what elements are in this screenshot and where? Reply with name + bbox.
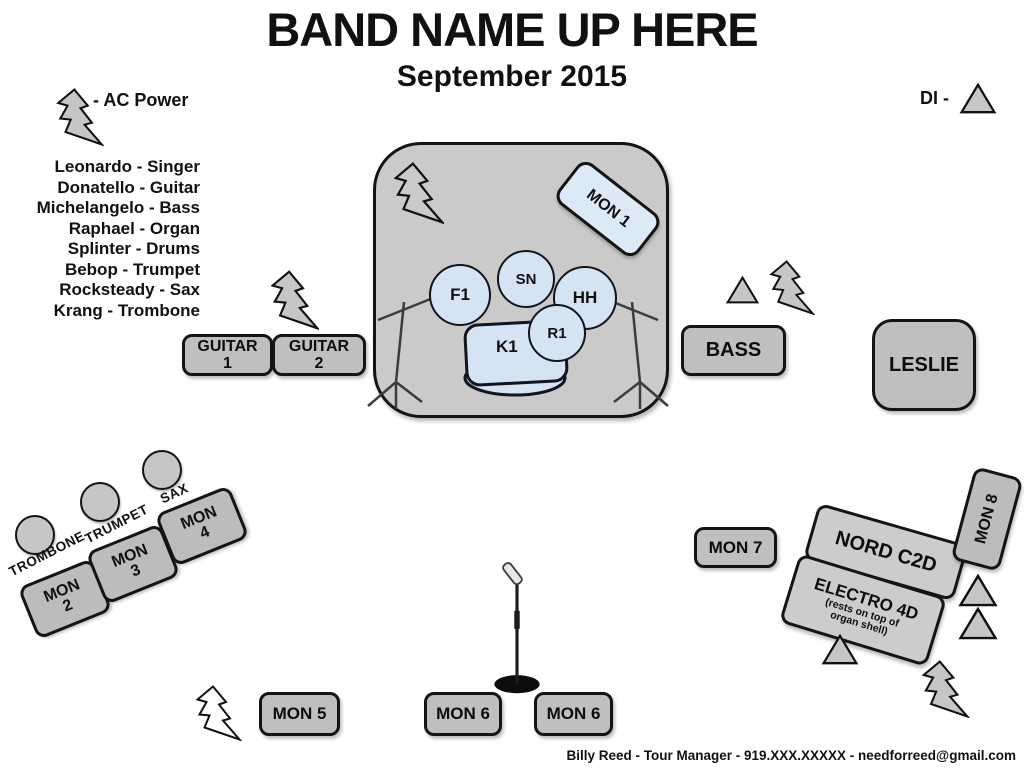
leslie-cabinet: LESLIE: [872, 319, 976, 411]
member-item: Donatello - Guitar: [57, 177, 200, 197]
drum-rack-tom: R1: [528, 304, 586, 362]
monitor-label: MON 1: [583, 186, 634, 231]
member-item: Michelangelo - Bass: [36, 198, 200, 217]
member-item: Raphael - Organ: [68, 218, 200, 238]
drum-label: R1: [547, 324, 567, 342]
member-item: Splinter - Drums: [67, 239, 200, 258]
drum-label: HH: [572, 288, 598, 307]
di-legend-label: DI -: [920, 88, 949, 108]
amp-label: 1: [223, 355, 232, 372]
member-item: Krang - Trombone: [53, 300, 200, 320]
drum-label: SN: [515, 270, 537, 288]
trumpet-position: [80, 482, 120, 522]
member-item: Bebop - Trumpet: [64, 259, 200, 279]
amp-label: GUITAR: [197, 338, 258, 355]
guitar2-amp: GUITAR 2: [272, 334, 366, 376]
page-title: BAND NAME UP HERE: [266, 3, 758, 56]
drum-label: F1: [450, 285, 470, 304]
amp-label: GUITAR: [288, 338, 350, 355]
ac-power-icon: [195, 685, 242, 741]
monitor-label: MON 7: [708, 537, 763, 557]
member-item: Rocksteady - Sax: [59, 280, 200, 299]
monitor-label: MON 6: [436, 704, 490, 723]
monitor-label: 4: [197, 523, 213, 543]
member-item: Leonardo - Singer: [54, 157, 200, 176]
trombone-position: [15, 515, 55, 555]
monitor-mon8: MON 8: [950, 466, 1024, 572]
guitar1-amp: GUITAR 1: [182, 334, 273, 376]
ac-power-icon: [394, 162, 444, 224]
drum-floor-tom: F1: [429, 264, 491, 326]
monitor-mon6-right: MON 6: [534, 692, 613, 736]
ac-power-icon: [271, 270, 319, 330]
amp-label: LESLIE: [888, 353, 959, 376]
ac-power-icon: [921, 660, 970, 718]
di-icon: [958, 574, 998, 607]
monitor-label: MON 5: [272, 704, 327, 723]
page-subtitle: September 2015: [396, 60, 628, 93]
monitor-label: 2: [60, 596, 76, 616]
ac-power-icon: [769, 260, 815, 315]
monitor-mon7: MON 7: [694, 527, 777, 568]
monitor-label: 3: [128, 561, 144, 581]
di-icon: [959, 83, 997, 114]
ac-power-legend-label: - AC Power: [93, 90, 189, 110]
di-icon: [821, 634, 859, 665]
drum-label: K1: [496, 337, 518, 356]
monitor-mon5: MON 5: [259, 692, 340, 736]
monitor-label: MON 8: [971, 492, 1002, 546]
monitor-label: MON 6: [546, 704, 601, 723]
amp-label: 2: [314, 355, 324, 372]
amp-label: BASS: [705, 339, 762, 361]
di-icon: [725, 276, 760, 304]
sax-position: [142, 450, 182, 490]
tour-manager-contact: Billy Reed - Tour Manager - 919.XXX.XXXX…: [566, 748, 1016, 763]
vocal-mic-stand-icon: [488, 554, 546, 702]
member-list: Leonardo - Singer Donatello - Guitar Mic…: [0, 157, 200, 321]
di-icon: [958, 607, 998, 640]
drum-kick: [463, 320, 569, 397]
drum-snare: SN: [497, 250, 555, 308]
monitor-mon6-left: MON 6: [424, 692, 502, 736]
bass-amp: BASS: [681, 325, 786, 376]
